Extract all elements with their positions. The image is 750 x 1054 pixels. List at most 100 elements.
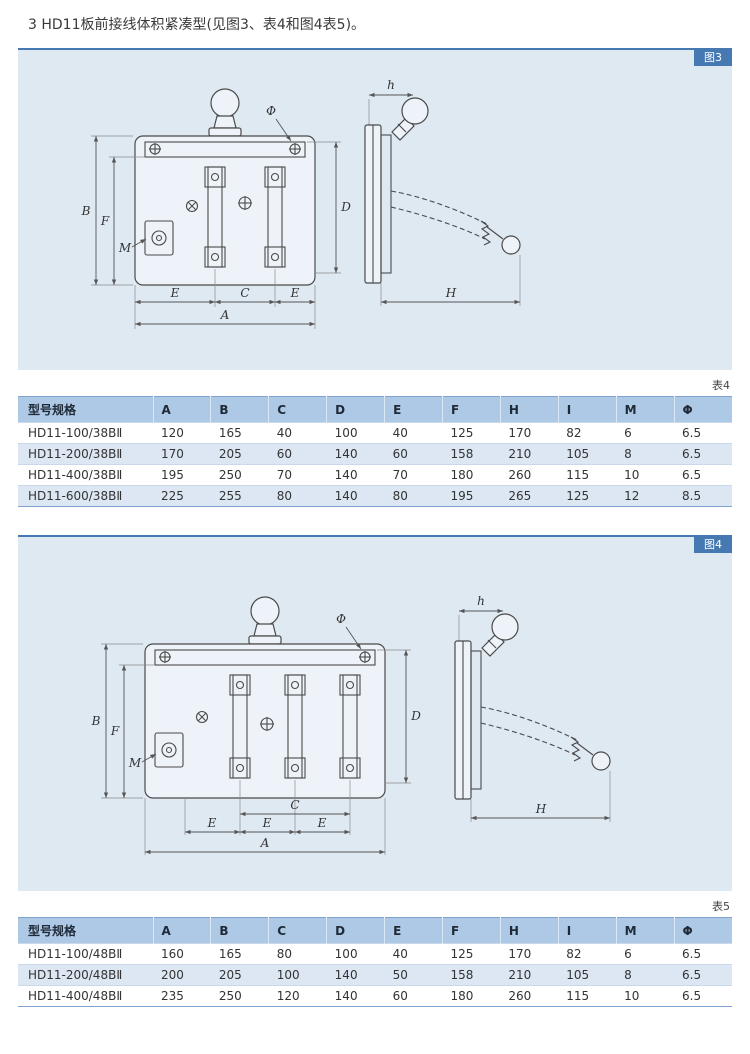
value-cell: 260 — [500, 985, 559, 1007]
value-cell: 180 — [442, 464, 501, 486]
dim-label-c: C — [240, 286, 249, 300]
column-header: A — [153, 396, 212, 423]
column-header: Φ — [674, 396, 732, 423]
switch-body — [134, 135, 316, 286]
value-cell: 8 — [616, 964, 675, 986]
value-cell: 6 — [616, 422, 675, 444]
value-cell: 180 — [442, 985, 501, 1007]
value-cell: 165 — [210, 422, 269, 444]
model-cell: HD11-200/48BⅡ — [18, 964, 153, 986]
figure3-tab: 图3 — [694, 50, 732, 66]
table4-label: 表4 — [712, 379, 730, 392]
value-cell: 165 — [210, 943, 269, 965]
value-cell: 205 — [210, 443, 269, 465]
handle-ball-side — [401, 97, 429, 125]
model-cell: HD11-600/38BⅡ — [18, 485, 153, 507]
column-header: D — [326, 396, 386, 423]
dim-label-e1: E — [170, 286, 180, 300]
value-cell: 70 — [268, 464, 327, 486]
column-header: I — [558, 917, 617, 944]
value-cell: 10 — [616, 464, 675, 486]
value-cell: 140 — [326, 464, 385, 486]
value-cell: 115 — [558, 464, 617, 486]
value-cell: 265 — [500, 485, 559, 507]
value-cell: 160 — [153, 943, 211, 965]
dim-label-a: A — [220, 308, 230, 322]
value-cell: 158 — [442, 964, 501, 986]
value-cell: 158 — [442, 443, 501, 465]
value-cell: 6.5 — [674, 985, 732, 1007]
value-cell: 60 — [384, 443, 443, 465]
value-cell: 205 — [210, 964, 269, 986]
switch-body — [144, 643, 386, 799]
figure4-front-view: B F D Φ M C — [91, 596, 421, 855]
dim-label-m: M — [118, 241, 132, 255]
value-cell: 70 — [384, 464, 443, 486]
value-cell: 195 — [153, 464, 211, 486]
dim-label-h-big: H — [445, 286, 457, 300]
value-cell: 200 — [153, 964, 211, 986]
value-cell: 140 — [326, 964, 385, 986]
handle-ball-side — [491, 613, 519, 641]
value-cell: 40 — [384, 422, 443, 444]
column-header: F — [442, 917, 501, 944]
value-cell: 82 — [558, 943, 617, 965]
value-cell: 255 — [210, 485, 269, 507]
value-cell: 100 — [268, 964, 327, 986]
value-cell: 170 — [500, 422, 559, 444]
column-header: B — [210, 396, 270, 423]
column-header: F — [442, 396, 501, 423]
value-cell: 120 — [268, 985, 327, 1007]
handle-ball — [210, 88, 240, 118]
value-cell: 6.5 — [674, 464, 732, 486]
value-cell: 120 — [153, 422, 211, 444]
value-cell: 140 — [326, 485, 385, 507]
dim-label-f: F — [110, 724, 120, 738]
value-cell: 170 — [153, 443, 211, 465]
figure3-side-view: h H — [364, 78, 521, 306]
dim-label-m: M — [128, 756, 142, 770]
dim-label-e2: E — [290, 286, 300, 300]
figure3-front-view: B F D Φ M E C — [81, 88, 351, 329]
column-header: H — [500, 917, 559, 944]
column-header: A — [153, 917, 212, 944]
column-header: C — [268, 917, 328, 944]
value-cell: 8.5 — [674, 485, 732, 507]
dim-label-d: D — [340, 200, 351, 214]
value-cell: 60 — [268, 443, 327, 465]
handle-ball — [250, 596, 280, 626]
column-header: Φ — [674, 917, 732, 944]
value-cell: 12 — [616, 485, 675, 507]
value-cell: 80 — [384, 485, 443, 507]
value-cell: 6.5 — [674, 964, 732, 986]
dim-label-h-small: h — [477, 594, 485, 608]
column-header: 型号规格 — [18, 917, 154, 944]
figure4-drawing: B F D Φ M C — [91, 594, 611, 855]
dim-label-e3: E — [317, 816, 327, 830]
model-cell: HD11-100/38BⅡ — [18, 422, 153, 444]
value-cell: 50 — [384, 964, 443, 986]
column-header: B — [210, 917, 270, 944]
value-cell: 82 — [558, 422, 617, 444]
value-cell: 195 — [442, 485, 501, 507]
column-header: M — [616, 917, 675, 944]
value-cell: 6.5 — [674, 943, 732, 965]
value-cell: 8 — [616, 443, 675, 465]
dim-label-h-small: h — [387, 78, 395, 92]
value-cell: 225 — [153, 485, 211, 507]
page-heading: 3 HD11板前接线体积紧凑型(见图3、表4和图4表5)。 — [28, 17, 366, 33]
dim-label-c: C — [290, 798, 299, 812]
model-cell: HD11-100/48BⅡ — [18, 943, 153, 965]
value-cell: 170 — [500, 943, 559, 965]
dim-label-phi: Φ — [266, 104, 276, 118]
column-header: H — [500, 396, 559, 423]
dim-label-h-big: H — [535, 802, 547, 816]
dim-label-e1: E — [207, 816, 217, 830]
